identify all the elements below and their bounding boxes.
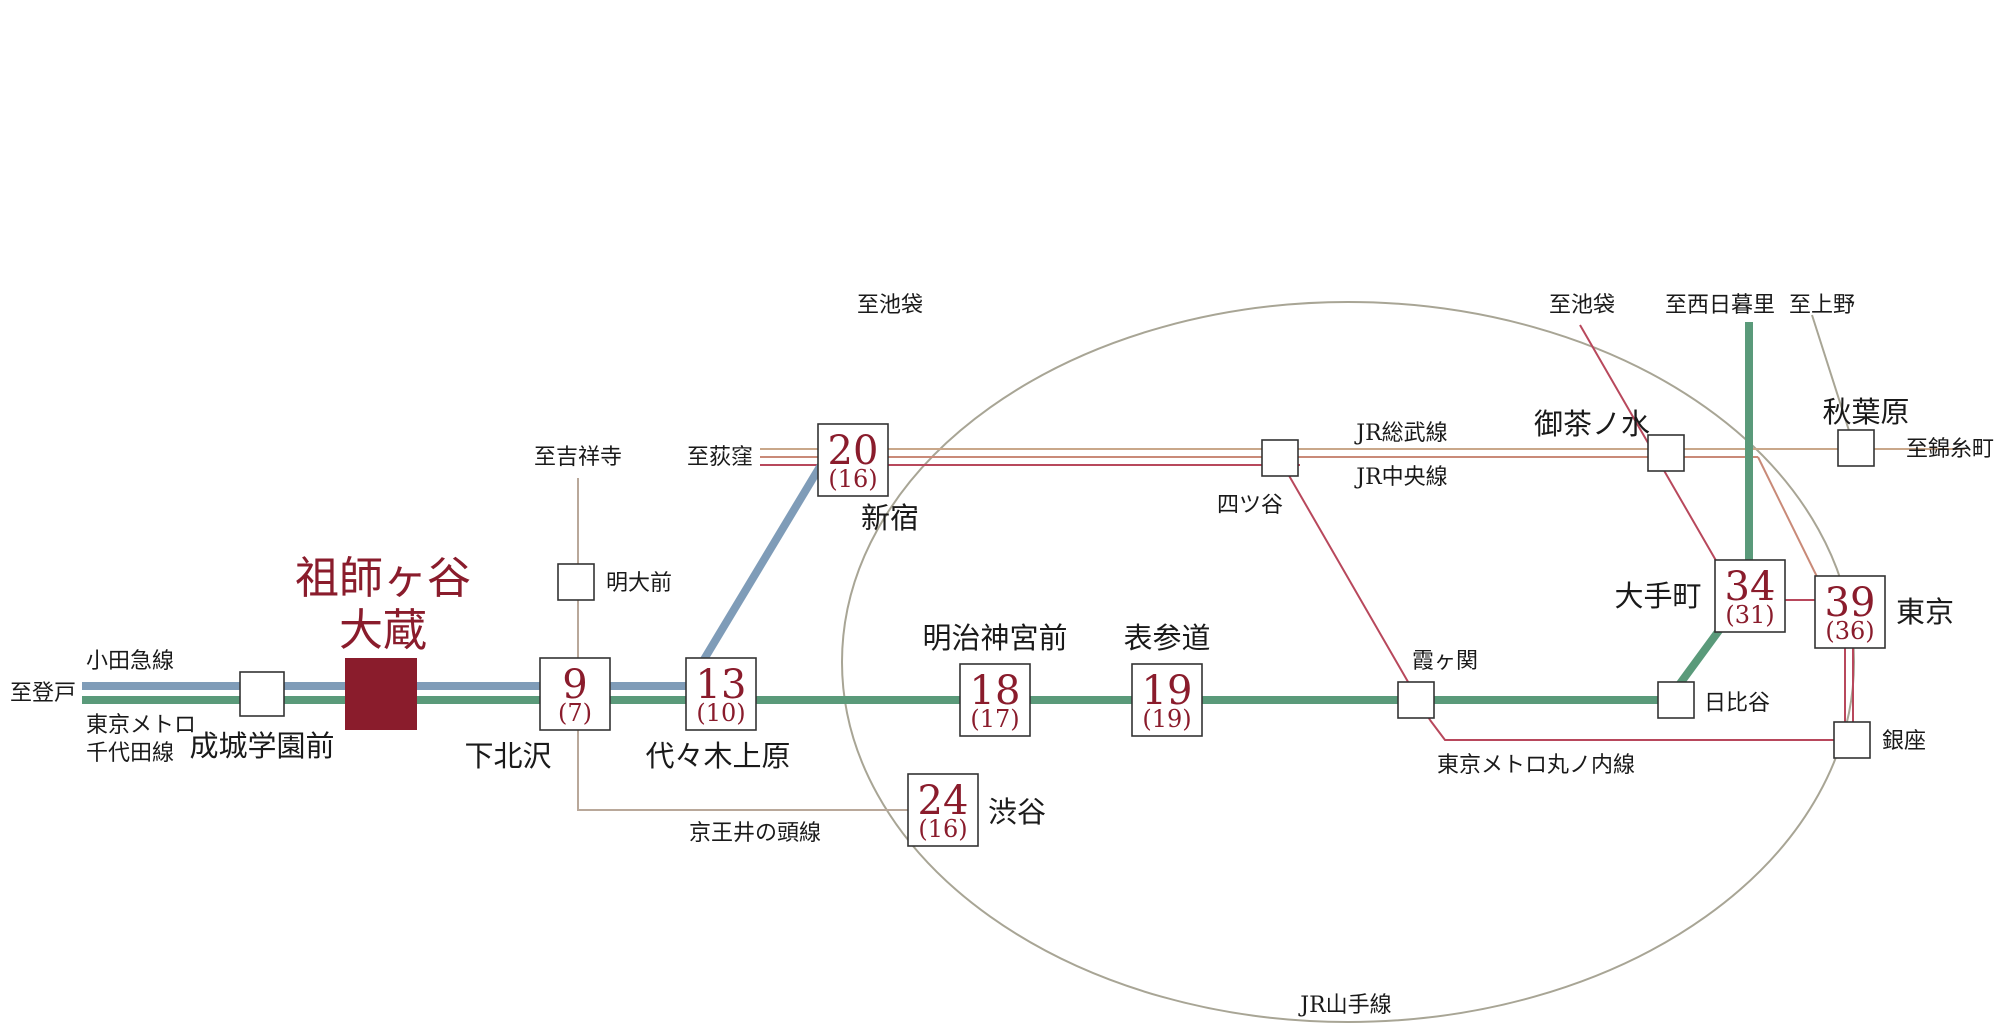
station-name-shibuya: 渋谷	[988, 795, 1046, 829]
shibuya-sub: (16)	[918, 815, 967, 843]
tokyo-sub: (36)	[1825, 617, 1874, 645]
label-chiyoda-line-2: 千代田線	[86, 741, 174, 766]
station-box-ochanomizu	[1647, 434, 1685, 472]
origin-station-marker	[345, 658, 417, 730]
station-name-kasumigaseki: 霞ヶ関	[1412, 649, 1478, 674]
station-box-kasumigaseki	[1397, 681, 1435, 719]
label-yamanote-line: JR山手線	[1298, 993, 1391, 1018]
yoyogiuehara-minutes: 13	[696, 662, 747, 708]
otemachi-minutes: 34	[1725, 564, 1776, 610]
label-to-ikebukuro-2: 至池袋	[1549, 293, 1615, 318]
shimokitazawa-sub: (7)	[558, 699, 592, 727]
station-box-meidaimae	[557, 563, 595, 601]
station-name-hibiya: 日比谷	[1704, 691, 1770, 716]
station-name-yotsuya: 四ツ谷	[1217, 493, 1283, 518]
shimokitazawa-minutes: 9	[562, 662, 587, 708]
omotesando-sub: (19)	[1142, 705, 1191, 733]
station-name-seijogakuenmae: 成城学園前	[189, 729, 334, 763]
label-to-kichijoji: 至吉祥寺	[534, 445, 622, 470]
station-name-omotesando: 表参道	[1123, 621, 1210, 655]
station-box-akihabara	[1837, 429, 1875, 467]
station-name-akihabara: 秋葉原	[1822, 395, 1909, 429]
station-name-ochanomizu: 御茶ノ水	[1534, 407, 1650, 441]
station-box-ginza	[1833, 721, 1871, 759]
station-box-yoyogiuehara	[685, 657, 757, 731]
label-jr-chuo-line: JR中央線	[1354, 465, 1447, 490]
station-name-meidaimae: 明大前	[606, 571, 672, 596]
label-to-kinshicho: 至錦糸町	[1906, 437, 1994, 462]
station-name-meijijingumae: 明治神宮前	[922, 621, 1067, 655]
label-marunouchi-line: 東京メトロ丸ノ内線	[1437, 753, 1635, 778]
label-to-nishinippori: 至西日暮里	[1665, 293, 1775, 318]
station-box-yotsuya	[1261, 439, 1299, 477]
label-to-ueno: 至上野	[1789, 293, 1855, 318]
station-box-tokyo	[1814, 575, 1886, 649]
station-name-shinjuku: 新宿	[861, 501, 919, 535]
station-name-yoyogiuehara: 代々木上原	[645, 739, 790, 773]
label-to-ogikubo: 至荻窪	[687, 445, 753, 470]
tokyo-minutes: 39	[1825, 580, 1876, 626]
station-box-seijogakuenmae	[239, 671, 285, 717]
label-to-noborito: 至登戸	[10, 681, 76, 706]
shinjuku-sub: (16)	[828, 465, 877, 493]
label-odakyu-line: 小田急線	[86, 649, 174, 674]
shibuya-minutes: 24	[918, 778, 969, 824]
station-box-shibuya	[907, 773, 979, 847]
meijijingumae-sub: (17)	[970, 705, 1019, 733]
station-name-ginza: 銀座	[1882, 729, 1926, 754]
station-name-tokyo: 東京	[1896, 595, 1954, 629]
otemachi-sub: (31)	[1725, 601, 1774, 629]
origin-station-name-line2: 大蔵	[339, 605, 427, 656]
station-box-hibiya	[1657, 681, 1695, 719]
meijijingumae-minutes: 18	[970, 668, 1021, 714]
marunouchi-line	[1279, 314, 1861, 741]
omotesando-minutes: 19	[1142, 668, 1193, 714]
shinjuku-minutes: 20	[828, 428, 879, 474]
label-chiyoda-line-1: 東京メトロ	[86, 713, 196, 738]
origin-station-name-line1: 祖師ヶ谷	[295, 553, 471, 604]
yoyogiuehara-sub: (10)	[696, 699, 745, 727]
label-keio-inokashira-line: 京王井の頭線	[689, 821, 821, 846]
station-name-otemachi: 大手町	[1614, 579, 1701, 613]
station-box-meijijingumae	[959, 663, 1031, 737]
label-jr-sobu-line: JR総武線	[1354, 421, 1447, 446]
label-to-ikebukuro-1: 至池袋	[857, 293, 923, 318]
station-box-otemachi	[1714, 559, 1786, 633]
station-box-shimokitazawa	[539, 657, 611, 731]
station-box-shinjuku	[817, 423, 889, 497]
station-name-shimokitazawa: 下北沢	[464, 739, 551, 773]
station-box-omotesando	[1131, 663, 1203, 737]
yamanote-line-loop	[841, 301, 1855, 1023]
